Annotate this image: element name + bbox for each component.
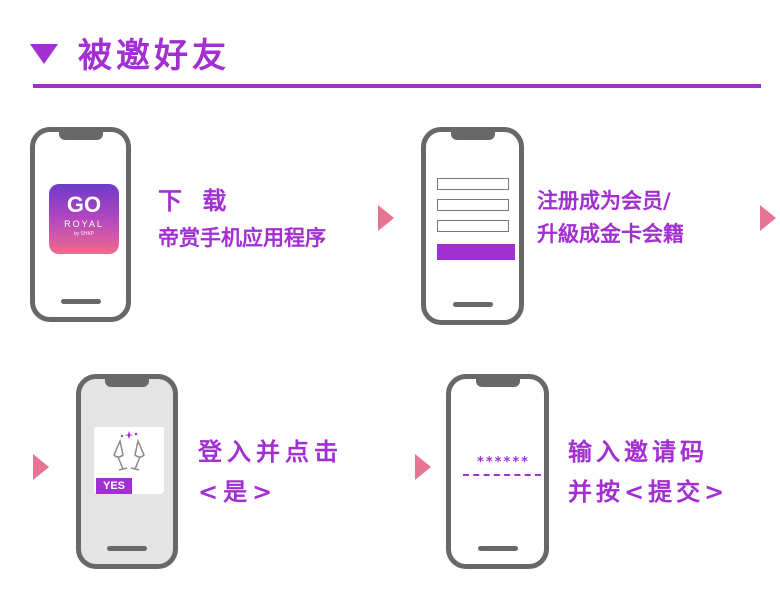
phone-notch [475, 374, 520, 387]
step-login-text: 登入并点击 <是> [198, 432, 343, 512]
page-title: 被邀好友 [78, 35, 230, 76]
phone-register [421, 127, 524, 325]
phone-notch [105, 374, 149, 387]
step-invite-line1: 输入邀请码 [568, 438, 708, 466]
phone-home-bar [452, 302, 493, 307]
arrow-right-icon [760, 205, 776, 231]
step-register-text: 注册成为会员/ 升級成金卡会籍 [537, 185, 684, 251]
phone-home-bar [107, 546, 147, 551]
phone-notch [58, 127, 103, 140]
yes-button[interactable]: YES [96, 478, 132, 494]
step-login-line1: 登入并点击 [198, 438, 343, 466]
step-download-title: 下 载 [158, 187, 233, 215]
go-royal-app-icon[interactable]: GO ROYAL by SHKP [49, 184, 119, 254]
app-logo-text: GO [66, 192, 102, 217]
step-register-line2: 升級成金卡会籍 [537, 222, 684, 246]
app-byline-text: by SHKP [73, 231, 95, 237]
section-header: 被邀好友 [30, 28, 230, 76]
phone-download: GO ROYAL by SHKP [30, 127, 131, 322]
cheers-glasses-icon [113, 431, 145, 471]
step-login-line2: <是> [198, 478, 278, 506]
phone-home-bar [60, 299, 101, 304]
phone-home-bar [477, 546, 518, 551]
form-field[interactable] [437, 178, 509, 190]
invite-code-input[interactable]: ****** [476, 455, 530, 470]
form-field[interactable] [437, 220, 509, 232]
form-field[interactable] [437, 199, 509, 211]
no-button[interactable] [132, 478, 162, 494]
arrow-right-icon [378, 205, 394, 231]
step-download-text: 下 载 帝赏手机应用程序 [158, 184, 326, 254]
phone-login: YES [76, 374, 178, 569]
step-register-line1: 注册成为会员/ [537, 189, 671, 213]
phone-invite-code: ****** [446, 374, 549, 569]
arrow-right-icon [415, 454, 431, 480]
header-divider [33, 84, 761, 88]
step-invite-line2: 并按<提交> [568, 478, 729, 506]
step-invite-text: 输入邀请码 并按<提交> [568, 432, 728, 512]
app-name-text: ROYAL [64, 219, 104, 229]
invite-code-underline [463, 474, 541, 476]
phone-notch [450, 127, 495, 140]
form-submit-bar[interactable] [437, 244, 515, 260]
arrow-right-icon [33, 454, 49, 480]
step-download-subtitle: 帝赏手机应用程序 [158, 226, 326, 250]
triangle-down-icon [30, 44, 58, 64]
